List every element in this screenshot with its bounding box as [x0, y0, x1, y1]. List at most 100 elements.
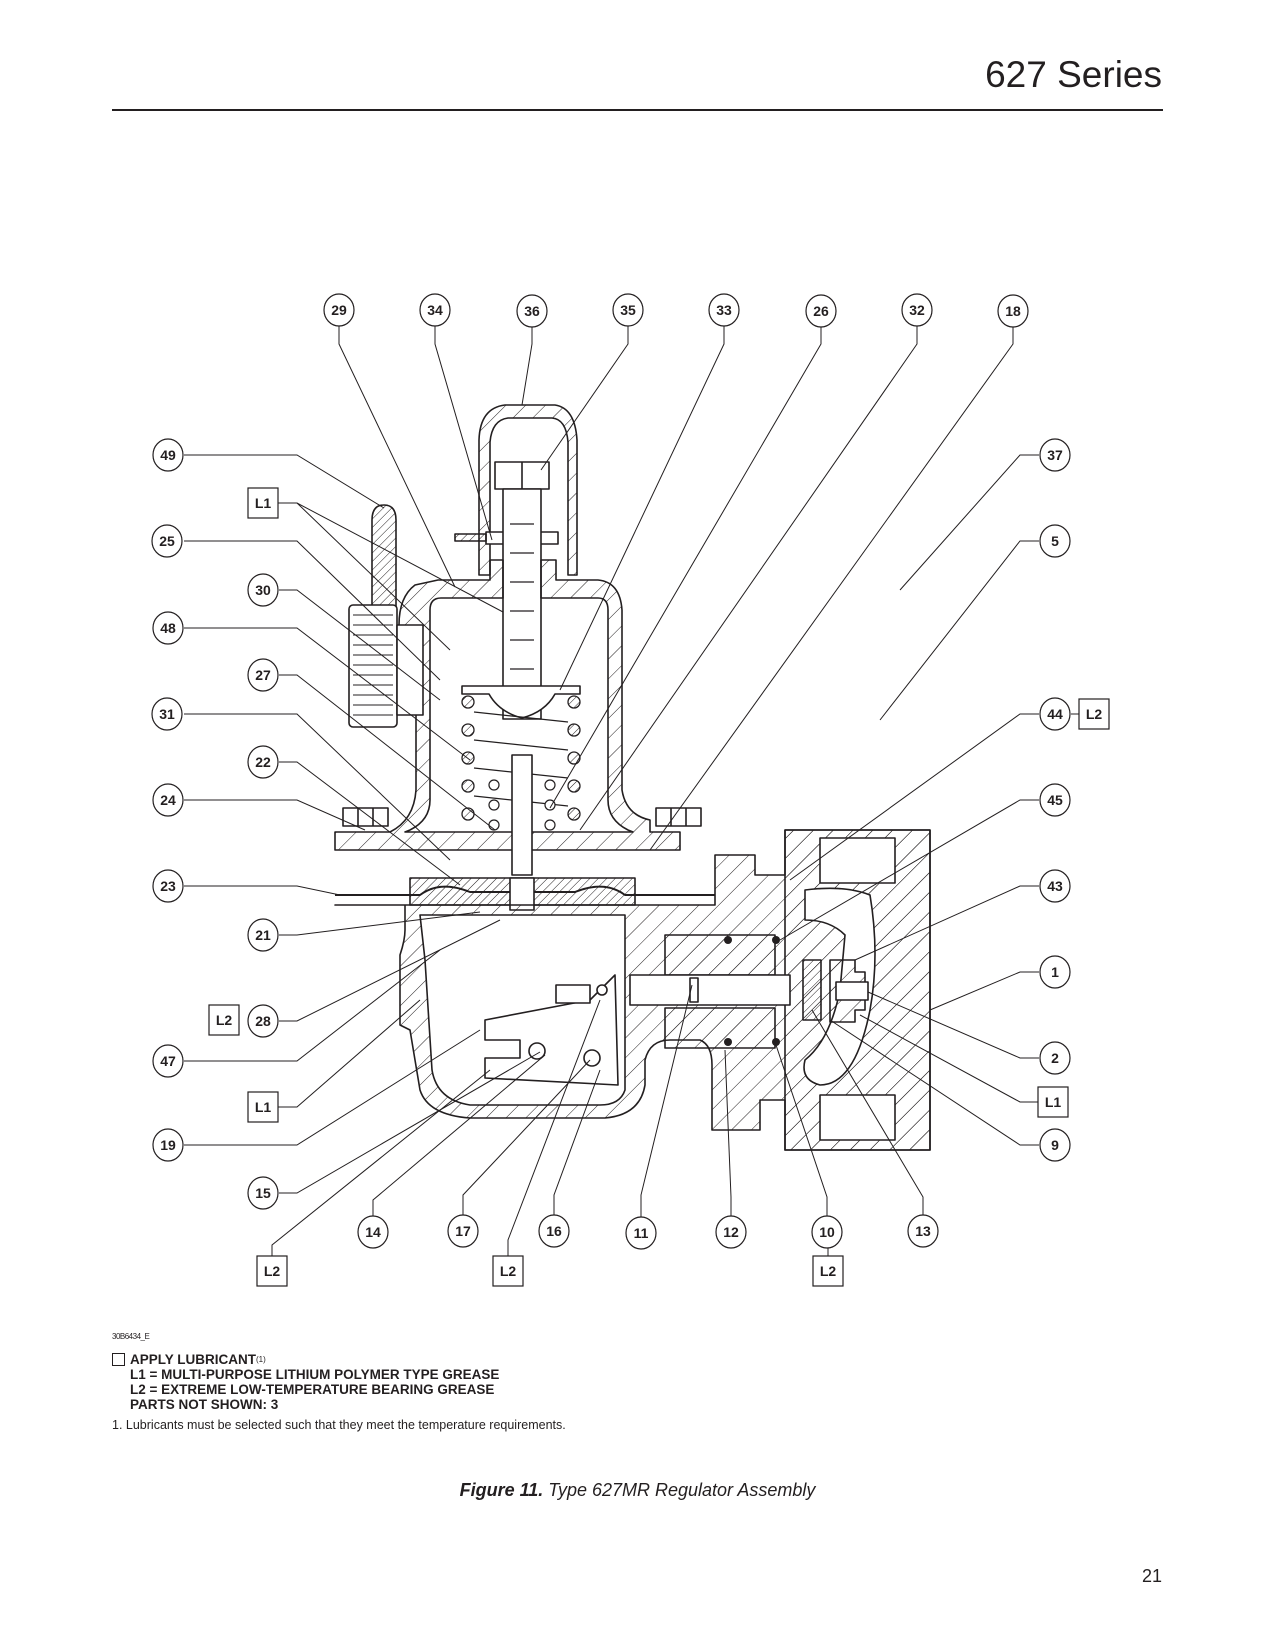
- legend-parts-not-shown: PARTS NOT SHOWN: 3: [130, 1397, 279, 1412]
- part-callout-34: 34: [419, 293, 451, 327]
- callout-label: 32: [909, 302, 925, 318]
- closing-cap: [478, 404, 578, 576]
- callout-circle: [247, 745, 279, 779]
- callout-label: 43: [1047, 878, 1063, 894]
- main-spring: [461, 695, 581, 821]
- leader-48: [184, 627, 471, 761]
- leader-17: [462, 1059, 591, 1215]
- inner-spring: [488, 779, 556, 831]
- legend-line-l2: L2 = EXTREME LOW-TEMPERATURE BEARING GRE…: [130, 1382, 495, 1397]
- callout-circle: [1039, 783, 1071, 817]
- callout-box: [492, 1255, 524, 1287]
- leader-47: [184, 949, 441, 1062]
- callout-label: 18: [1005, 303, 1021, 319]
- stem: [511, 754, 533, 876]
- leader-16: [553, 1069, 601, 1215]
- leader-12: [724, 1049, 732, 1216]
- leader-L1-right: [859, 1014, 1038, 1103]
- leader-35: [540, 326, 629, 471]
- lever-pin: [528, 1042, 546, 1060]
- callout-label: 11: [634, 1225, 649, 1241]
- callout-label: 36: [524, 303, 540, 319]
- callout-circle: [907, 1214, 939, 1248]
- part-callout-31: 31: [151, 697, 183, 731]
- lubricant-callout-L2: L2: [492, 1255, 524, 1287]
- callout-label: 48: [160, 620, 176, 636]
- callout-circle: [247, 573, 279, 607]
- callout-label: 17: [455, 1223, 471, 1239]
- leader-2: [867, 991, 1039, 1059]
- header-title: 627 Series: [985, 54, 1162, 95]
- vent-screen: [348, 604, 398, 728]
- stem-guide-lower: [664, 1007, 776, 1049]
- callout-label: L1: [255, 495, 272, 511]
- part-callout-15: 15: [247, 1176, 279, 1210]
- lubricant-callout-L1: L1: [247, 487, 279, 519]
- callout-label: 33: [716, 302, 732, 318]
- leader-13: [811, 1009, 924, 1215]
- leader-49: [184, 454, 385, 509]
- leader-9: [829, 1019, 1039, 1146]
- part-callout-11: 11: [625, 1216, 657, 1250]
- callout-label: L2: [1086, 706, 1103, 722]
- adjusting-screw: [502, 488, 542, 720]
- callout-circle: [997, 294, 1029, 328]
- part-callout-14: 14: [357, 1215, 389, 1249]
- leader-1: [929, 971, 1039, 1011]
- legend-title: APPLY LUBRICANT: [130, 1352, 257, 1367]
- callout-label: 30: [255, 582, 271, 598]
- figure-caption-label: Figure 11.: [459, 1480, 544, 1500]
- callout-circle: [1039, 1041, 1071, 1075]
- part-callout-32: 32: [901, 293, 933, 327]
- callout-circle: [708, 293, 740, 327]
- callout-label: L2: [216, 1012, 233, 1028]
- callout-label: 9: [1051, 1137, 1059, 1153]
- part-callout-22: 22: [247, 745, 279, 779]
- callout-box: [247, 1091, 279, 1123]
- part-callout-25: 25: [151, 524, 183, 558]
- leader-10: [775, 1044, 828, 1216]
- callout-circle: [612, 293, 644, 327]
- callout-circle: [152, 1128, 184, 1162]
- part-callout-47: 47: [152, 1044, 184, 1078]
- leader-27: [279, 674, 496, 831]
- callout-label: 31: [159, 706, 175, 722]
- callout-label: 15: [255, 1185, 271, 1201]
- part-callout-21: 21: [247, 918, 279, 952]
- callout-label: 24: [160, 792, 176, 808]
- callout-circle: [625, 1216, 657, 1250]
- leader-L2-center: [507, 999, 601, 1256]
- leader-28: [279, 919, 501, 1022]
- lubricant-callout-L1: L1: [247, 1091, 279, 1123]
- part-callout-37: 37: [1039, 438, 1071, 472]
- callout-circle: [805, 294, 837, 328]
- part-callout-13: 13: [907, 1214, 939, 1248]
- callout-label: 23: [160, 878, 176, 894]
- callout-circle: [151, 697, 183, 731]
- lubricant-box-icon: [112, 1353, 125, 1366]
- leader-19: [184, 1029, 481, 1146]
- stem-guide: [664, 934, 776, 976]
- callout-label: 21: [255, 927, 271, 943]
- leader-30: [279, 589, 441, 701]
- callout-circle: [151, 524, 183, 558]
- callout-label: 26: [813, 303, 829, 319]
- callout-circle: [152, 783, 184, 817]
- valve-stem: [629, 974, 791, 1006]
- callout-circle: [901, 293, 933, 327]
- part-callout-16: 16: [538, 1214, 570, 1248]
- callout-label: 28: [255, 1013, 271, 1029]
- callout-label: 29: [331, 302, 347, 318]
- page-number: 21: [1141, 1566, 1162, 1586]
- part-callout-23: 23: [152, 869, 184, 903]
- leader-25: [184, 540, 441, 681]
- stem-nut: [555, 984, 591, 1004]
- figure-caption-text: Type 627MR Regulator Assembly: [548, 1480, 816, 1500]
- leader-37: [899, 454, 1039, 591]
- leader-L2-left: [271, 1069, 491, 1256]
- cap-tab: [454, 533, 487, 542]
- callout-circle: [1039, 438, 1071, 472]
- orifice-bore: [835, 981, 869, 1001]
- leader-24: [184, 799, 366, 831]
- header-rule: [112, 109, 1163, 111]
